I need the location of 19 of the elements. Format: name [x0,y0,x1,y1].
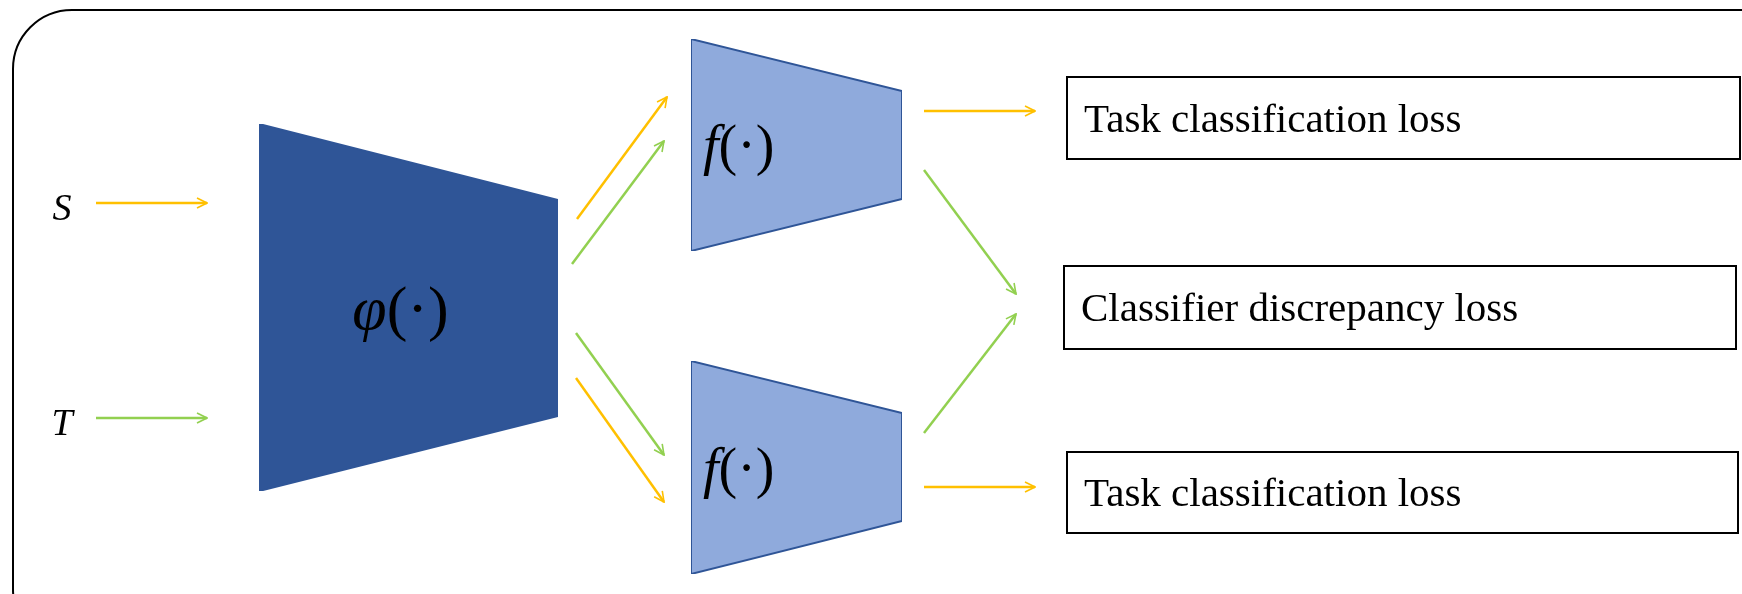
arrow [924,105,1036,117]
loss-label: Classifier discrepancy loss [1081,287,1519,328]
arrow [575,332,665,456]
arrow [571,140,665,265]
loss-box [1066,76,1741,160]
loss-label: Task classification loss [1084,97,1462,139]
loss-label: Task classification loss [1084,472,1462,513]
arrow [96,412,208,424]
arrow [924,481,1036,493]
input-symbol: S [52,188,72,226]
input-symbol: T [51,403,73,441]
arrow [575,377,665,503]
loss-box [1066,451,1739,534]
loss-box [1063,265,1737,350]
rounded-frame [12,9,1742,594]
arrow [96,197,208,209]
arrow [576,96,668,220]
arrow [923,169,1017,295]
arrow [923,313,1017,434]
